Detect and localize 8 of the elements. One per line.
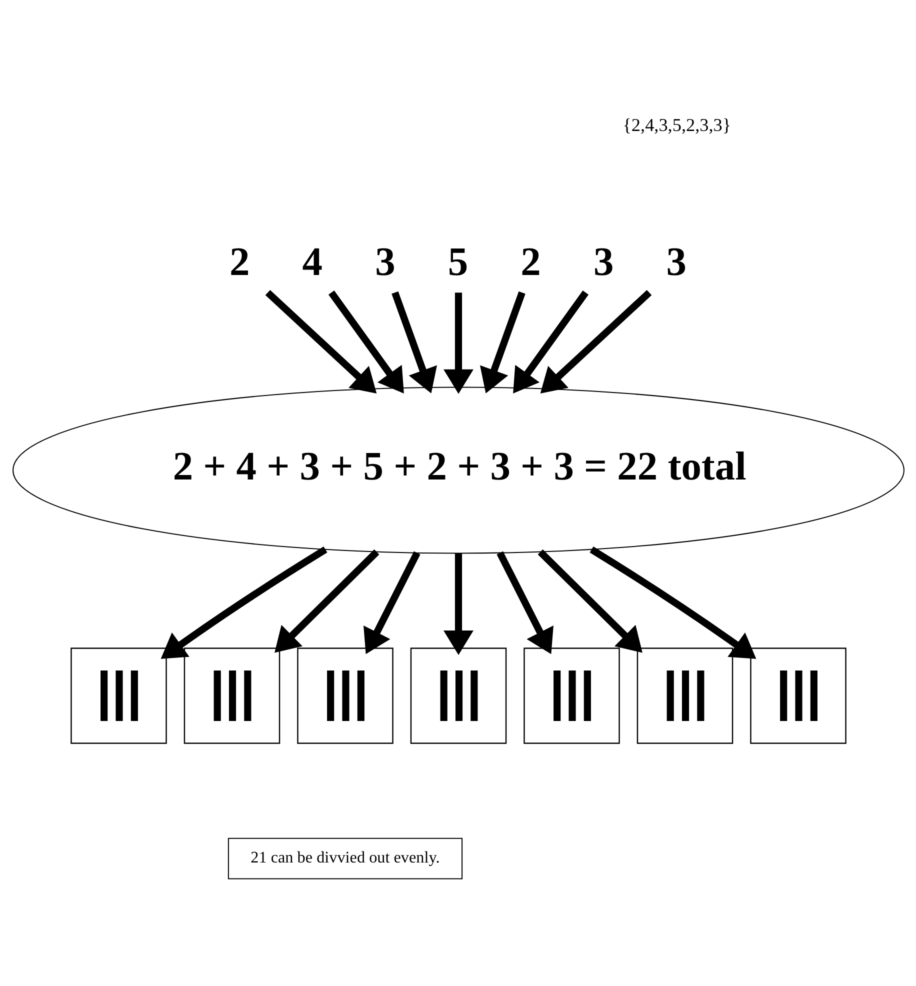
node-text: 3	[666, 238, 686, 284]
node-text: 4	[302, 238, 322, 284]
node-text: 5	[447, 238, 468, 284]
label: {2,4,3,5,2,3,3}	[622, 114, 731, 134]
node-text: 3	[374, 238, 395, 284]
node-text: 2	[520, 238, 540, 284]
node-text: 3	[592, 238, 614, 284]
node-text: 2	[228, 238, 250, 284]
